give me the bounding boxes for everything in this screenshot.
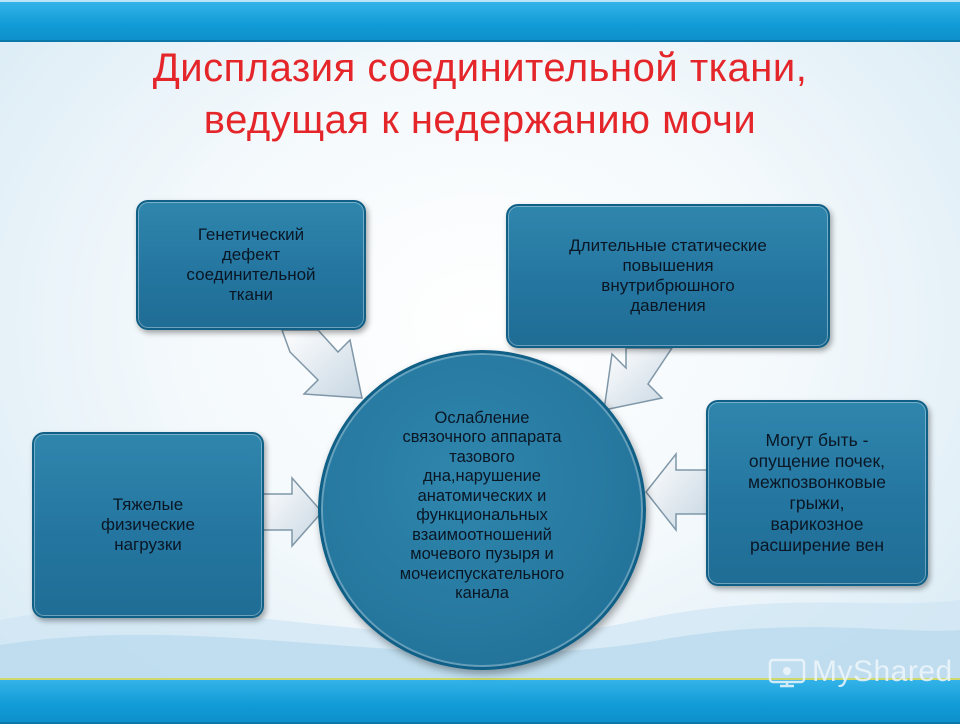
top-band (0, 0, 960, 42)
arrow-physical-to-center (261, 476, 324, 548)
bottom-band (0, 678, 960, 724)
watermark: MyShared (768, 652, 953, 692)
watermark-logo-icon (768, 658, 806, 688)
arrow-other-to-center (645, 451, 709, 533)
slide-title: Дисплазия соединительной ткани, ведущая … (152, 46, 808, 142)
center-node: Ослабление связочного аппарата тазового … (318, 350, 646, 670)
node-genetic-defect: Генетический дефект соединительной ткани (136, 200, 366, 330)
node-physical-loads-label: Тяжелые физические нагрузки (101, 495, 195, 554)
arrow-genetic-to-center (280, 329, 363, 399)
center-node-label: Ослабление связочного аппарата тазового … (399, 408, 565, 603)
arrow-pressure-to-center (603, 347, 674, 411)
node-abdominal-pressure: Длительные статические повышения внутриб… (506, 204, 830, 348)
watermark-text: MyShared (812, 655, 953, 688)
node-other-conditions-label: Могут быть - опущение почек, межпозвонко… (747, 430, 886, 555)
node-other-conditions: Могут быть - опущение почек, межпозвонко… (706, 400, 928, 586)
node-genetic-defect-label: Генетический дефект соединительной ткани (186, 225, 316, 304)
node-abdominal-pressure-label: Длительные статические повышения внутриб… (569, 236, 767, 315)
node-physical-loads: Тяжелые физические нагрузки (32, 432, 264, 618)
